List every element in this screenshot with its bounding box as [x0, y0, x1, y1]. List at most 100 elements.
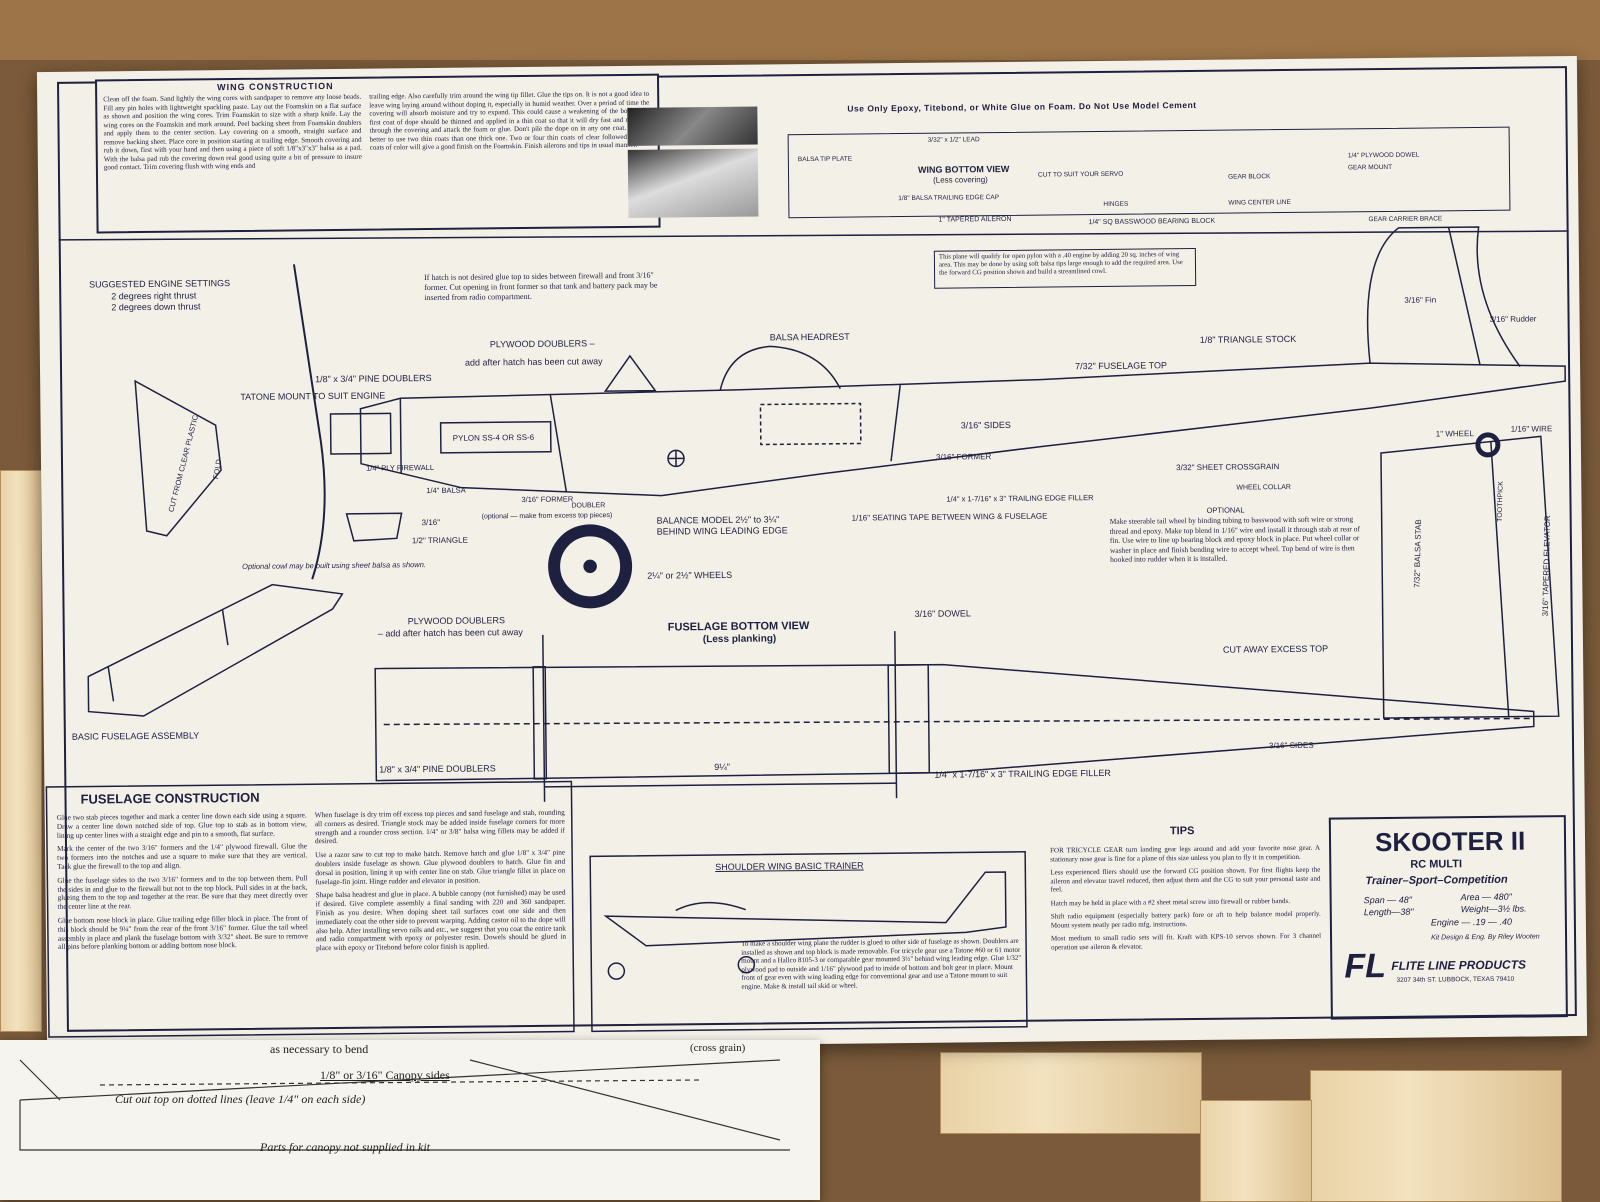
- label-wheels: 2¼" or 2½" WHEELS: [647, 569, 733, 581]
- fuselage-side: [359, 362, 1566, 497]
- logo-sub: RC MULTI: [1410, 858, 1463, 871]
- logo-block: SKOOTER II RC MULTI Trainer–Sport–Compet…: [1335, 821, 1562, 1013]
- label-ply-firewall: 1/4" PLY FIREWALL: [366, 462, 435, 473]
- bottom-view-cut-away: CUT AWAY EXCESS TOP: [1222, 643, 1329, 655]
- tip-5: Most medium to small radio sets will fit…: [1050, 931, 1322, 952]
- label-tatone: TATONE MOUNT TO SUIT ENGINE: [240, 390, 386, 402]
- triangle-stock-detail: [603, 354, 657, 392]
- logo-length: Length—38": [1363, 906, 1414, 918]
- logo-engine: Engine — .19 — .40: [1430, 916, 1513, 928]
- label-balance: BALANCE MODEL 2½" to 3¼": [656, 514, 780, 526]
- logo-span: Span — 48": [1363, 894, 1412, 906]
- label-wire: 1/16" WIRE: [1510, 424, 1553, 434]
- bottom-view-filler: 1/4" x 1-7/16" x 3" TRAILING EDGE FILLER: [934, 767, 1111, 780]
- logo-area: Area — 480": [1460, 891, 1512, 903]
- tip-3: Hatch may be held in place with a #2 she…: [1050, 896, 1290, 908]
- basic-fuselage-assembly: [87, 583, 344, 717]
- tips-title: TIPS: [1169, 825, 1195, 838]
- logo-monogram: FL: [1344, 947, 1387, 986]
- main-wheel: [548, 524, 633, 609]
- label-cowl-quarter: 3/16": [421, 517, 441, 528]
- fuselage-construction-title: FUSELAGE CONSTRUCTION: [80, 789, 260, 807]
- label-toothpick: TOOTHPICK: [1496, 481, 1505, 522]
- fc-p2: Mark the center of the two 3/16" formers…: [56, 841, 308, 871]
- bottom-view-sides: 3/16" SIDES: [1268, 740, 1314, 751]
- label-triangle-stock: 1/8" TRIANGLE STOCK: [1199, 333, 1297, 345]
- label-wheel-collar: WHEEL COLLAR: [1236, 483, 1291, 492]
- canopy-parts-sheet: as necessary to bend 1/8" or 3/16" Canop…: [0, 1040, 820, 1200]
- label-optional: OPTIONAL: [1206, 505, 1245, 515]
- canopy-drawing: [19, 1059, 790, 1151]
- logo-name: SKOOTER II: [1374, 825, 1526, 858]
- canopy-line4: Parts for canopy not supplied in kit: [260, 1140, 430, 1154]
- fc-p1: Glue two stab pieces together and mark a…: [56, 810, 307, 840]
- cardboard-box-top: [0, 0, 1600, 60]
- bottom-view-subtitle: (Less planking): [702, 633, 777, 646]
- tail-wheel: [1475, 432, 1501, 458]
- fc-p6: Use a razor saw to cut top to make hatch…: [315, 847, 566, 886]
- label-cowl-triangle: 1/2" TRIANGLE: [411, 535, 468, 546]
- label-doubler: DOUBLER: [571, 502, 606, 510]
- shoulder-wing-title: SHOULDER WING BASIC TRAINER: [715, 860, 864, 873]
- label-balance2: BEHIND WING LEADING EDGE: [656, 525, 788, 537]
- label-fuselage-top: 7/32" FUSELAGE TOP: [1074, 360, 1168, 372]
- headrest: [719, 345, 841, 391]
- stab: [1380, 435, 1560, 719]
- fuselage-construction-text: FUSELAGE CONSTRUCTION Glue two stab piec…: [52, 787, 569, 1032]
- canopy-line1: as necessary to bend: [270, 1042, 369, 1056]
- logo-company: FLITE LINE PRODUCTS: [1391, 957, 1527, 973]
- logo-box: [1328, 815, 1568, 1020]
- label-former: 3/16" FORMER: [521, 494, 574, 505]
- tip-4: Shift radio equipment (especially batter…: [1050, 909, 1321, 930]
- canopy-line5: (cross grain): [690, 1042, 746, 1054]
- fuselage-construction-box: [45, 780, 575, 1038]
- bottom-view-pine: 1/8" x 3/4" PINE DOUBLERS: [379, 763, 496, 775]
- balsa-strip-left: [0, 470, 42, 1032]
- tip-2: Less experienced fliers should use the f…: [1050, 865, 1321, 894]
- cowl-sheet: [345, 512, 403, 542]
- propeller: [292, 264, 326, 580]
- cowl-plastic: [134, 379, 222, 537]
- balsa-sheet-bottom-right: [1310, 1070, 1562, 1202]
- bottom-view-dowel: 3/16" DOWEL: [914, 608, 971, 619]
- tips-text: FOR TRICYCLE GEAR turn landing gear legs…: [1050, 844, 1321, 957]
- label-fin: 3/16" Fin: [1404, 295, 1437, 305]
- logo-weight: Weight—3½ lbs.: [1460, 903, 1527, 915]
- fin: [1366, 226, 1521, 368]
- label-balsa-stab: 7/32" BALSA STAB: [1412, 519, 1424, 588]
- label-pine-doublers: 1/8" x 3/4" PINE DOUBLERS: [315, 372, 432, 385]
- label-add-after-hatch: add after hatch has been cut away: [464, 356, 603, 368]
- tip-1: FOR TRICYCLE GEAR turn landing gear legs…: [1050, 843, 1321, 864]
- shoulder-wing-box: [589, 851, 1028, 1033]
- plan-sheet: WING CONSTRUCTION Clean off the foam. Sa…: [36, 55, 1588, 1053]
- label-former2: 3/16" FORMER: [935, 452, 992, 462]
- bottom-view-dimension: 9¼": [714, 761, 730, 773]
- label-crossgrain: 3/32" SHEET CROSSGRAIN: [1176, 462, 1280, 473]
- label-trailing-filler: 1/4" x 1-7/16" x 3" TRAILING EDGE FILLER: [946, 493, 1094, 504]
- label-sides: 3/16" SIDES: [960, 419, 1011, 431]
- fc-p3: Glue the fuselage sides to the two 3/16"…: [57, 873, 308, 912]
- label-pylon: PYLON SS-4 OR SS-6: [452, 432, 535, 443]
- label-cowl-note: Optional cowl may be built using sheet b…: [242, 560, 426, 571]
- shoulder-wing-plane: [603, 871, 1007, 947]
- basic-assembly-label: BASIC FUSELAGE ASSEMBLY: [71, 730, 200, 742]
- canopy-line3: Cut out top on dotted lines (leave 1/4" …: [115, 1092, 366, 1106]
- logo-design: Kit Design & Eng. By Riley Wooten: [1431, 933, 1540, 942]
- logo-tagline: Trainer–Sport–Competition: [1365, 873, 1508, 888]
- balsa-sheet-right: [940, 1052, 1202, 1134]
- fuselage-bottom-view: [374, 663, 1535, 782]
- bottom-view-plywood: PLYWOOD DOUBLERS: [407, 615, 506, 627]
- bottom-view-add-after: – add after hatch has been cut away: [377, 627, 523, 639]
- fc-p7: Shape balsa headrest and glue in place. …: [315, 887, 567, 953]
- label-rudder: 3/16" Rudder: [1489, 314, 1537, 324]
- label-balsa-headrest: BALSA HEADREST: [769, 331, 850, 343]
- balsa-block: [1200, 1100, 1312, 1202]
- bottom-view-title: FUSELAGE BOTTOM VIEW: [667, 620, 810, 634]
- label-plywood-doublers: PLYWOOD DOUBLERS –: [489, 338, 595, 350]
- label-balsa-quarter: 1/4" BALSA: [426, 485, 466, 496]
- label-optional-doubler: (optional — make from excess top pieces): [481, 512, 613, 521]
- canopy-line2: 1/8" or 3/16" Canopy sides: [320, 1068, 450, 1082]
- shoulder-wing-text: To make a shoulder wing plane the rudder…: [741, 936, 1022, 991]
- tail-wheel-note: Make steerable tail wheel by binding tub…: [1109, 514, 1361, 564]
- engine-block: [329, 412, 392, 455]
